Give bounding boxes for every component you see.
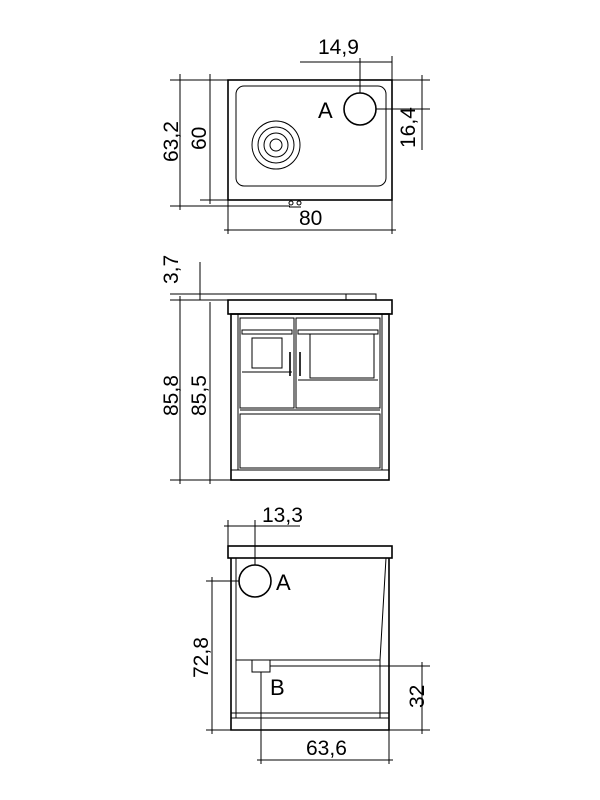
top-plate [227,299,393,315]
dim-side-flue-offset: 13,3 [262,504,303,527]
oven-window [309,333,375,379]
side-view: A B 13,3 72,8 32 63,6 [190,504,430,764]
dim-width: 80 [299,207,322,230]
side-flue-circle [238,564,272,598]
flue-outlet-circle [343,92,377,126]
dim-top-height: 3,7 [160,255,183,284]
cooktop-plate [235,85,387,187]
top-view: A 14,9 16,4 63,2 60 80 [160,36,430,234]
flue-marker-a-side: A [276,570,291,595]
dim-depth-outer: 63,2 [160,121,183,162]
dim-flue-offset-y: 16,4 [397,107,420,148]
front-view: 3,7 85,8 85,5 [160,255,393,484]
side-body [230,558,390,731]
storage-drawer [239,413,381,469]
flue-collar [345,293,377,301]
handle-icon [288,200,302,208]
dim-flue-offset-x: 14,9 [318,36,359,59]
dim-depth-inner: 60 [188,127,211,150]
dim-side-depth: 63,6 [306,737,347,760]
dim-air-inlet-height: 32 [406,685,429,708]
firebox-door [239,317,295,409]
firebox-window [251,337,283,369]
stove-body [230,313,390,481]
flue-marker-a-top: A [318,98,333,123]
dim-height-inner: 85,5 [188,375,211,416]
hob-rings-icon [251,120,301,170]
oven-door [295,317,381,409]
air-inlet [251,659,271,673]
air-inlet-marker-b: B [270,675,285,700]
dim-height-outer: 85,8 [160,375,183,416]
side-top-plate [227,545,393,559]
dim-flue-height: 72,8 [190,637,213,678]
